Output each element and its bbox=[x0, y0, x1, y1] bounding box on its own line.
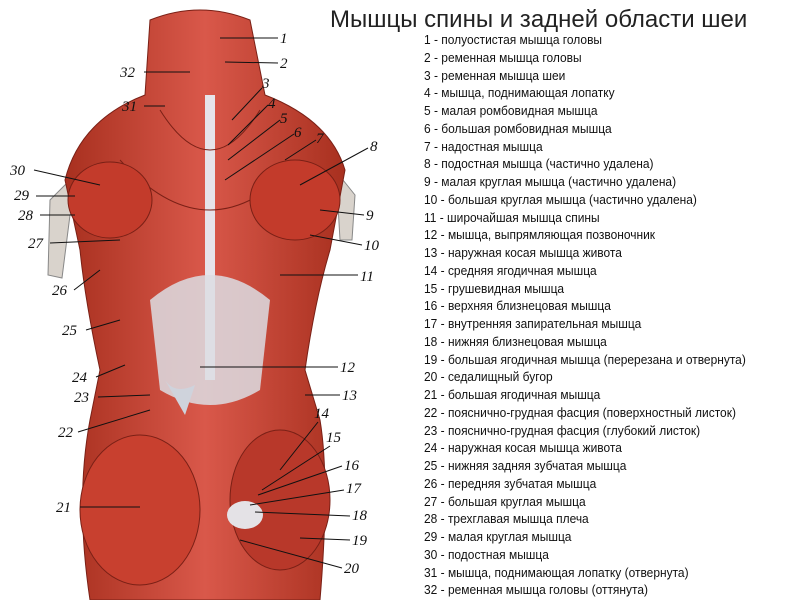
label-number: 16 bbox=[344, 458, 360, 474]
legend-item: 27 - большая круглая мышца bbox=[424, 494, 586, 509]
leader-line bbox=[254, 511, 351, 517]
legend-item: 10 - большая круглая мышца (частично уда… bbox=[424, 192, 697, 207]
legend-item: 8 - подостная мышца (частично удалена) bbox=[424, 157, 654, 172]
label-number: 11 bbox=[360, 269, 374, 285]
label-number: 20 bbox=[344, 561, 360, 577]
legend-item: 31 - мышца, поднимающая лопатку (отверну… bbox=[424, 565, 689, 580]
legend-item: 12 - мышца, выпрямляющая позвоночник bbox=[424, 228, 656, 243]
legend-item: 29 - малая круглая мышца bbox=[424, 530, 572, 544]
legend-item: 32 - ременная мышца головы (оттянута) bbox=[424, 583, 648, 598]
leader-line bbox=[227, 104, 269, 146]
leader-line bbox=[249, 489, 345, 506]
legend-item: 20 - седалищный бугор bbox=[424, 370, 553, 385]
label-number: 9 bbox=[366, 208, 374, 224]
label-number: 24 bbox=[72, 370, 88, 386]
label-number: 3 bbox=[261, 76, 270, 92]
leader-line bbox=[319, 209, 365, 216]
label-number: 18 bbox=[352, 508, 368, 524]
leader-line bbox=[279, 421, 319, 471]
legend-item: 30 - подостная мышца bbox=[424, 547, 549, 562]
legend-item: 21 - большая ягодичная мышца bbox=[424, 388, 601, 402]
leader-line bbox=[257, 465, 343, 496]
label-number: 17 bbox=[346, 481, 363, 497]
label-number: 27 bbox=[28, 236, 45, 252]
label-number: 13 bbox=[342, 388, 357, 404]
label-number: 32 bbox=[119, 65, 136, 81]
leader-lines bbox=[33, 37, 369, 569]
label-number: 5 bbox=[280, 111, 288, 127]
label-number: 15 bbox=[326, 430, 342, 446]
leader-line bbox=[97, 394, 151, 398]
label-number: 19 bbox=[352, 533, 368, 549]
label-number: 25 bbox=[62, 323, 78, 339]
legend-item: 4 - мышца, поднимающая лопатку bbox=[424, 86, 615, 101]
label-number: 1 bbox=[280, 31, 288, 47]
legend-item: 16 - верхняя близнецовая мышца bbox=[424, 299, 611, 314]
label-number: 22 bbox=[58, 425, 74, 441]
legend-item: 26 - передняя зубчатая мышца bbox=[424, 476, 597, 491]
label-number: 14 bbox=[314, 406, 330, 422]
body-shape bbox=[47, 9, 356, 600]
label-number: 31 bbox=[121, 99, 137, 115]
label-number: 10 bbox=[364, 238, 380, 254]
legend-item: 22 - пояснично-грудная фасция (поверхнос… bbox=[424, 405, 736, 420]
leader-line bbox=[309, 234, 363, 246]
legend-item: 18 - нижняя близнецовая мышца bbox=[424, 334, 607, 349]
legend-item: 13 - наружная косая мышца живота bbox=[424, 246, 622, 260]
leader-line bbox=[284, 139, 317, 161]
legend-item: 28 - трехглавая мышца плеча bbox=[424, 512, 589, 527]
label-number: 21 bbox=[56, 500, 71, 516]
label-number: 30 bbox=[9, 163, 26, 179]
leader-line bbox=[224, 133, 295, 181]
legend-item: 9 - малая круглая мышца (частично удален… bbox=[424, 175, 677, 189]
label-number: 2 bbox=[280, 56, 288, 72]
leader-line bbox=[77, 409, 151, 433]
diagram-title: Мышцы спины и задней области шеи bbox=[330, 6, 748, 33]
leader-line bbox=[261, 445, 331, 491]
leader-line bbox=[231, 87, 263, 121]
label-number: 29 bbox=[14, 188, 30, 204]
label-number: 23 bbox=[74, 390, 89, 406]
leader-line bbox=[49, 239, 121, 244]
legend-item: 15 - грушевидная мышца bbox=[424, 281, 565, 296]
legend-item: 1 - полуостистая мышца головы bbox=[424, 33, 603, 47]
legend-item: 14 - средняя ягодичная мышца bbox=[424, 263, 597, 278]
label-number: 28 bbox=[18, 208, 34, 224]
legend-item: 7 - надостная мышца bbox=[424, 139, 543, 154]
label-number: 7 bbox=[316, 131, 325, 147]
legend-item: 19 - большая ягодичная мышца (перерезана… bbox=[424, 352, 746, 367]
leader-line bbox=[224, 61, 279, 64]
leader-line bbox=[73, 269, 101, 291]
leader-line bbox=[85, 319, 121, 331]
label-number: 12 bbox=[340, 360, 356, 376]
leader-line bbox=[299, 537, 351, 541]
leader-line bbox=[239, 539, 343, 569]
legend-list: 1 - полуостистая мышца головы 2 - ременна… bbox=[424, 32, 763, 600]
legend-item: 17 - внутренняя запирательная мышца bbox=[424, 317, 642, 331]
legend-item: 25 - нижняя задняя зубчатая мышца bbox=[424, 459, 627, 473]
legend-item: 5 - малая ромбовидная мышца bbox=[424, 104, 598, 118]
label-number: 4 bbox=[268, 96, 276, 112]
leader-line bbox=[95, 364, 126, 378]
label-number: 6 bbox=[294, 125, 302, 141]
legend-item: 24 - наружная косая мышца живота bbox=[424, 441, 622, 456]
legend-item: 2 - ременная мышца головы bbox=[424, 50, 582, 65]
leader-line bbox=[299, 147, 369, 186]
legend-item: 11 - широчайшая мышца спины bbox=[424, 210, 600, 225]
leader-line bbox=[227, 119, 281, 161]
label-number: 26 bbox=[52, 283, 68, 299]
leader-line bbox=[33, 169, 101, 186]
legend-item: 6 - большая ромбовидная мышца bbox=[424, 121, 612, 136]
legend-item: 23 - пояснично-грудная фасция (глубокий … bbox=[424, 423, 701, 438]
legend-item: 3 - ременная мышца шеи bbox=[424, 68, 566, 83]
label-number: 8 bbox=[370, 139, 378, 155]
